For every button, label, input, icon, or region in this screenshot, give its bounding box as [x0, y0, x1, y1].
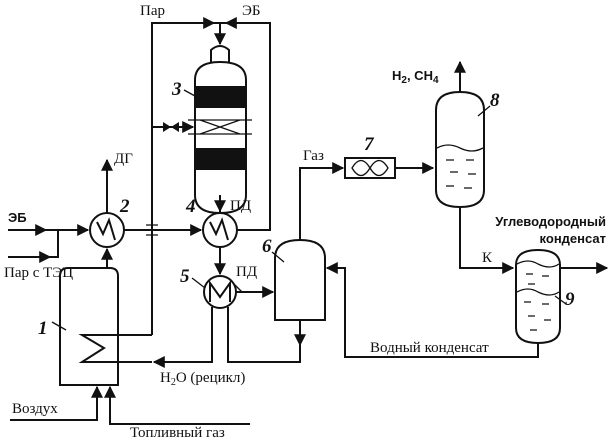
label-hc-condensate-2: конденсат	[540, 231, 606, 246]
number-6: 6	[262, 236, 272, 257]
air-cooler-7: 7	[344, 134, 435, 179]
label-water-condensate: Водный конденсат	[370, 340, 489, 356]
label-gas: Газ	[303, 148, 324, 164]
number-9: 9	[565, 289, 575, 310]
label-pd-2: ПД	[236, 264, 257, 280]
cooler-5: 5 ПД H2O (рецикл)	[152, 247, 301, 388]
label-pd-1: ПД	[230, 198, 251, 214]
separator-6: 6 Газ	[262, 148, 345, 347]
separator-8: H2, CH4 8 К	[392, 60, 515, 274]
number-7: 7	[364, 134, 375, 155]
label-eb-top: ЭБ	[242, 3, 261, 19]
number-2: 2	[119, 196, 130, 217]
label-steam-chp: Пар с ТЭЦ	[4, 265, 73, 281]
number-1: 1	[38, 318, 48, 339]
reactor-3: 3	[152, 45, 252, 215]
number-5: 5	[180, 266, 190, 287]
label-eb-inlet: ЭБ	[8, 210, 27, 225]
label-dg: ДГ	[114, 151, 133, 167]
label-steam-top: Пар	[140, 3, 165, 19]
label-air: Воздух	[12, 401, 58, 417]
label-fuel-gas: Топливный газ	[130, 425, 225, 440]
number-4: 4	[185, 196, 196, 217]
label-h2o-recycle: H2O (рецикл)	[160, 370, 245, 388]
heat-exchanger-2: 2 ДГ	[89, 151, 133, 248]
furnace-1: 1 Воздух Топливный газ	[10, 247, 250, 440]
label-k: К	[482, 250, 493, 266]
number-3: 3	[171, 79, 182, 100]
label-hc-condensate-1: Углеводородный	[495, 214, 606, 229]
separator-9: Углеводородный конденсат 9 Водный конден…	[325, 214, 609, 358]
label-h2-ch4: H2, CH4	[392, 68, 439, 86]
number-8: 8	[490, 90, 500, 111]
